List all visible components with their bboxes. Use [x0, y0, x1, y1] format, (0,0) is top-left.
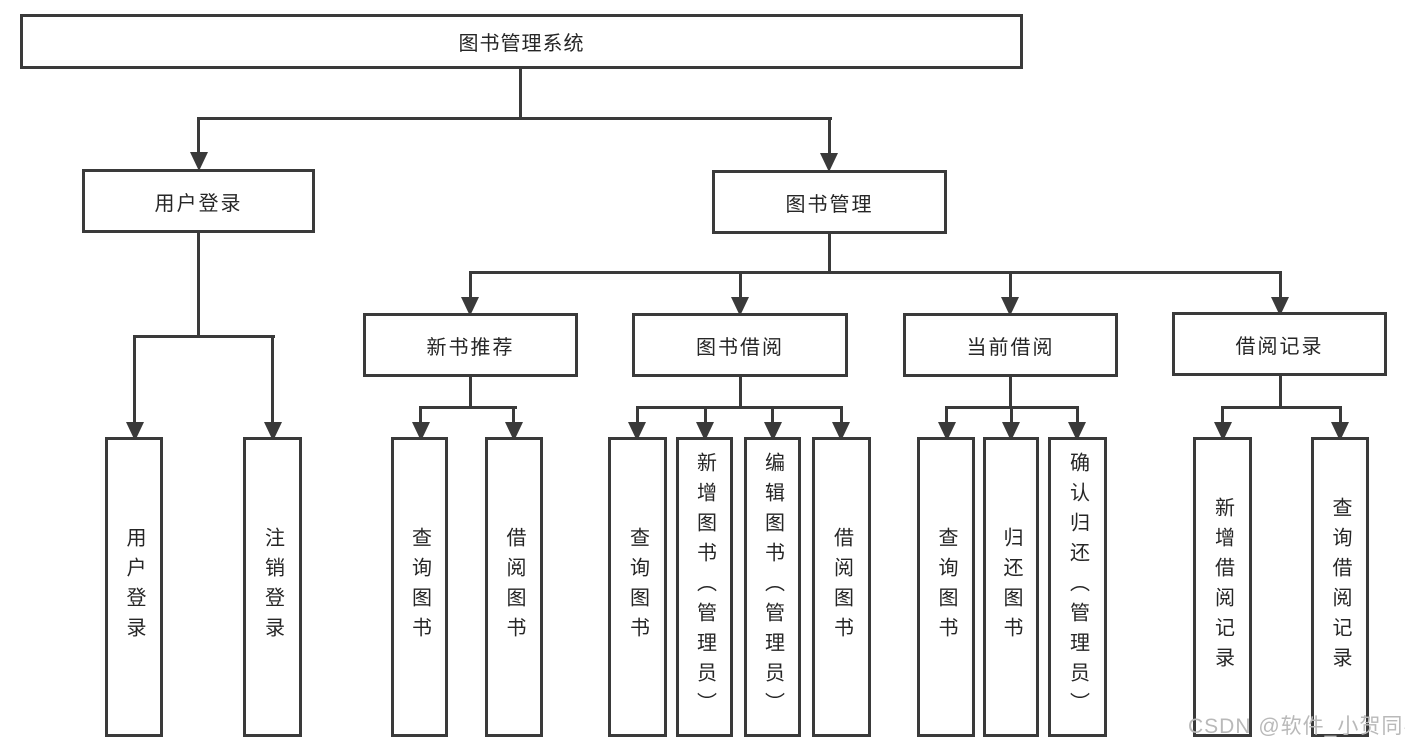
connector-line	[840, 406, 843, 426]
connector-line	[419, 406, 422, 426]
arrow-down-icon	[190, 152, 208, 171]
connector-line	[1221, 406, 1342, 409]
leaf-cb-confirm-return: 确认归还（管理员）	[1048, 437, 1107, 737]
connector-line	[1010, 406, 1013, 426]
leaf-logout-label: 注销登录	[261, 527, 284, 647]
leaf-br-add-record-label: 新增借阅记录	[1211, 497, 1234, 677]
connector-line	[771, 406, 774, 426]
leaf-user-login: 用户登录	[105, 437, 163, 737]
arrow-down-icon	[628, 422, 646, 441]
node-root: 图书管理系统	[20, 14, 1023, 69]
connector-line	[1009, 271, 1012, 299]
node-book-management-label: 图书管理	[785, 193, 874, 216]
connector-line	[1221, 406, 1224, 426]
leaf-nb-query-books: 查询图书	[391, 437, 448, 737]
node-root-label: 图书管理系统	[458, 33, 585, 55]
leaf-cb-query-books-label: 查询图书	[935, 527, 957, 647]
arrow-down-icon	[1001, 297, 1019, 316]
leaf-logout: 注销登录	[243, 437, 302, 737]
node-new-book-recommend-label: 新书推荐	[426, 336, 515, 359]
connector-line	[512, 406, 515, 426]
connector-line	[419, 406, 517, 409]
connector-line	[1076, 406, 1079, 426]
node-book-borrowing-label: 图书借阅	[696, 336, 784, 359]
arrow-down-icon	[1331, 422, 1349, 441]
leaf-bb-query-books: 查询图书	[608, 437, 667, 737]
connector-line	[469, 377, 472, 409]
arrow-down-icon	[126, 422, 144, 441]
node-user-login-label: 用户登录	[154, 192, 243, 215]
arrow-down-icon	[938, 422, 956, 441]
leaf-cb-return-books-label: 归还图书	[1000, 527, 1022, 647]
arrow-down-icon	[505, 422, 523, 441]
node-new-book-recommend: 新书推荐	[363, 313, 578, 377]
connector-line	[739, 271, 742, 299]
node-borrowing-records: 借阅记录	[1172, 312, 1387, 376]
connector-line	[469, 271, 1282, 274]
node-current-borrowing: 当前借阅	[903, 313, 1118, 377]
arrow-down-icon	[1214, 422, 1232, 441]
connector-line	[1279, 376, 1282, 409]
leaf-cb-confirm-return-label: 确认归还（管理员）	[1066, 452, 1089, 722]
leaf-bb-borrow-books: 借阅图书	[812, 437, 871, 737]
connector-line	[739, 377, 742, 409]
node-user-login: 用户登录	[82, 169, 315, 233]
leaf-bb-borrow-books-label: 借阅图书	[830, 527, 853, 647]
arrow-down-icon	[1271, 297, 1289, 316]
node-book-management: 图书管理	[712, 170, 947, 234]
leaf-cb-query-books: 查询图书	[917, 437, 975, 737]
connector-line	[271, 335, 274, 425]
leaf-nb-borrow-books: 借阅图书	[485, 437, 543, 737]
arrow-down-icon	[820, 153, 838, 172]
arrow-down-icon	[1002, 422, 1020, 441]
arrow-down-icon	[764, 422, 782, 441]
node-book-borrowing: 图书借阅	[632, 313, 848, 377]
arrow-down-icon	[461, 297, 479, 316]
connector-line	[704, 406, 707, 426]
connector-line	[828, 234, 831, 274]
leaf-user-login-label: 用户登录	[123, 527, 145, 647]
leaf-nb-borrow-books-label: 借阅图书	[503, 527, 525, 647]
leaf-cb-return-books: 归还图书	[983, 437, 1039, 737]
leaf-br-query-record: 查询借阅记录	[1311, 437, 1369, 737]
connector-line	[1279, 271, 1282, 299]
leaf-bb-edit-books-label: 编辑图书（管理员）	[761, 452, 784, 722]
leaf-bb-add-books-label: 新增图书（管理员）	[693, 452, 716, 722]
connector-line	[1339, 406, 1342, 426]
connector-line	[197, 233, 200, 338]
connector-line	[828, 117, 831, 157]
leaf-br-query-record-label: 查询借阅记录	[1329, 497, 1351, 677]
connector-line	[636, 406, 639, 426]
arrow-down-icon	[1068, 422, 1086, 441]
connector-line	[197, 117, 832, 120]
connector-line	[945, 406, 948, 426]
connector-line	[469, 271, 472, 299]
arrow-down-icon	[832, 422, 850, 441]
leaf-bb-add-books: 新增图书（管理员）	[676, 437, 733, 737]
leaf-nb-query-books-label: 查询图书	[408, 527, 431, 647]
connector-line	[519, 69, 522, 118]
leaf-bb-query-books-label: 查询图书	[626, 527, 649, 647]
arrow-down-icon	[696, 422, 714, 441]
connector-line	[133, 335, 275, 338]
arrow-down-icon	[731, 297, 749, 316]
leaf-br-add-record: 新增借阅记录	[1193, 437, 1252, 737]
connector-line	[636, 406, 843, 409]
watermark: CSDN @软件_小贺同学	[1188, 715, 1405, 738]
connector-line	[133, 335, 136, 425]
connector-line	[197, 117, 200, 157]
arrow-down-icon	[264, 422, 282, 441]
leaf-bb-edit-books: 编辑图书（管理员）	[744, 437, 801, 737]
arrow-down-icon	[412, 422, 430, 441]
node-borrowing-records-label: 借阅记录	[1235, 335, 1324, 358]
connector-line	[1009, 377, 1012, 409]
node-current-borrowing-label: 当前借阅	[966, 336, 1055, 359]
